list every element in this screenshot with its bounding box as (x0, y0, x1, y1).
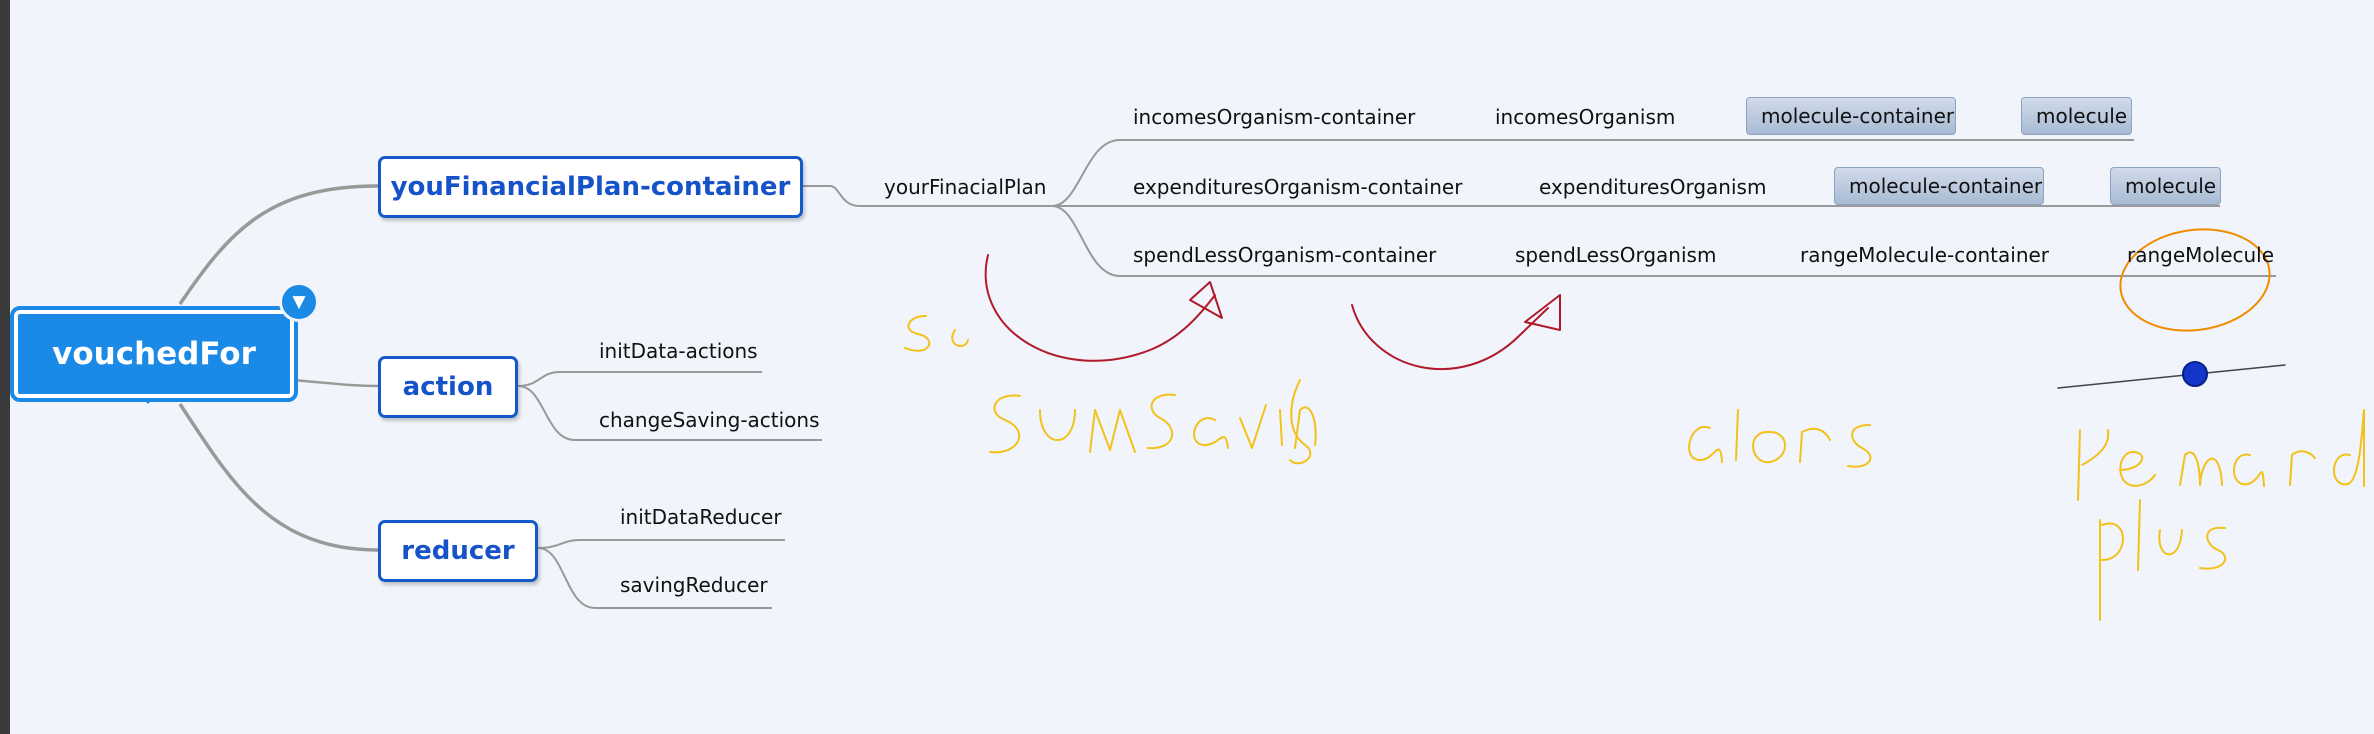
connector-root-reducer (178, 403, 379, 552)
molecule-chip-1[interactable]: molecule (2021, 97, 2132, 135)
chevron-down-icon: ▼ (292, 292, 306, 312)
connector-row-incomes (1051, 139, 2134, 207)
leaf-node-incomes-organism[interactable]: incomesOrganism (1495, 105, 1676, 129)
window-edge (0, 0, 10, 734)
leaf-node-savingreducer[interactable]: savingReducer (620, 573, 768, 597)
chip-label: molecule-container (1849, 174, 2043, 198)
molecule-container-chip-2[interactable]: molecule-container (1834, 167, 2044, 205)
collapse-toggle-button[interactable]: ▼ (279, 282, 319, 322)
branch-node-action[interactable]: action (378, 356, 518, 418)
annotation-slider (2057, 361, 2286, 389)
connector-root-action (291, 378, 379, 388)
leaf-node-initdatareducer[interactable]: initDataReducer (620, 505, 782, 529)
leaf-node-expenditures-container[interactable]: expendituresOrganism-container (1133, 175, 1463, 199)
branch-node-label: action (402, 372, 494, 402)
annotation-red-arrow-1 (984, 254, 1223, 362)
molecule-chip-2[interactable]: molecule (2110, 167, 2221, 205)
leaf-node-spendless-container[interactable]: spendLessOrganism-container (1133, 243, 1437, 267)
connector-row-spendless (1051, 205, 2276, 277)
branch-node-reducer[interactable]: reducer (378, 520, 538, 582)
leaf-node-expenditures-organism[interactable]: expendituresOrganism (1539, 175, 1767, 199)
leaf-node-range-molecule[interactable]: rangeMolecule (2127, 243, 2275, 267)
annotation-handwriting-sumsaving (989, 379, 1317, 465)
leaf-node-range-molecule-container[interactable]: rangeMolecule-container (1800, 243, 2050, 267)
leaf-node-changesaving-actions[interactable]: changeSaving-actions (599, 408, 820, 432)
connector-reducer-saving (537, 547, 772, 609)
chip-label: molecule (2125, 174, 2217, 198)
annotation-handwriting-alors (1688, 409, 1872, 468)
chip-label: molecule (2036, 104, 2128, 128)
leaf-node-incomes-container[interactable]: incomesOrganism-container (1133, 105, 1416, 129)
connector-root-container (178, 184, 379, 305)
annotation-handwriting-plus (2077, 409, 2365, 621)
leaf-node-yourfinacialplan[interactable]: yourFinacialPlan (884, 175, 1047, 199)
branch-node-label: youFinancialPlan-container (390, 172, 791, 202)
annotation-handwriting-so (904, 314, 969, 352)
connector-container-child (803, 185, 1052, 207)
branch-node-label: reducer (401, 536, 515, 566)
annotation-orange-circle (2119, 228, 2271, 332)
connector-action-change (517, 385, 822, 441)
connector-action-init (517, 371, 762, 387)
chip-label: molecule-container (1761, 104, 1955, 128)
root-node[interactable]: vouchedFor (10, 306, 298, 402)
leaf-node-initdata-actions[interactable]: initData-actions (599, 339, 758, 363)
root-node-label: vouchedFor (52, 336, 256, 372)
annotation-red-arrow-2 (1351, 294, 1561, 371)
connector-reducer-init (537, 539, 785, 549)
molecule-container-chip-1[interactable]: molecule-container (1746, 97, 1956, 135)
branch-node-container[interactable]: youFinancialPlan-container (378, 156, 803, 218)
leaf-node-spendless-organism[interactable]: spendLessOrganism (1515, 243, 1717, 267)
